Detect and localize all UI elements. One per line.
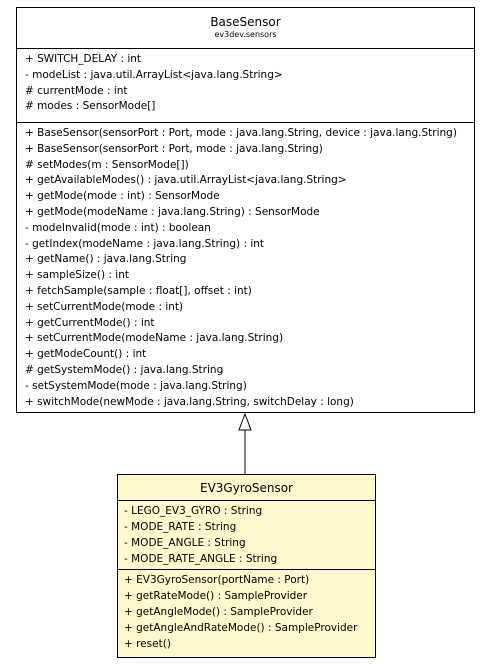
operation: + getAvailableModes() : java.util.ArrayL… [25,174,347,187]
attribute: - modeList : java.util.ArrayList<java.la… [25,68,283,81]
ev3-gyro-sensor-class: EV3GyroSensor - LEGO_EV3_GYRO : String -… [117,474,376,658]
attribute: - LEGO_EV3_GYRO : String [124,505,263,517]
attribute: # modes : SensorMode[] [25,100,156,113]
attribute: - MODE_RATE : String [124,520,237,533]
operation: + BaseSensor(sensorPort : Port, mode : j… [25,142,323,155]
attribute: - MODE_ANGLE : String [124,536,246,549]
operation: + EV3GyroSensor(portName : Port) [124,574,310,586]
base-sensor-header: BaseSensor ev3dev.sensors [17,8,474,49]
base-sensor-class: BaseSensor ev3dev.sensors + SWITCH_DELAY… [16,7,475,413]
attribute: # currentMode : int [25,84,128,97]
operation: + setCurrentMode(mode : int) [25,300,184,313]
operation: + getModeCount() : int [25,348,147,361]
generalization-arrowhead [238,412,252,431]
ev3-gyro-sensor-attributes: - LEGO_EV3_GYRO : String - MODE_RATE : S… [118,501,375,570]
attribute: + SWITCH_DELAY : int [25,53,142,65]
ev3-gyro-sensor-name: EV3GyroSensor [200,481,293,495]
operation: + reset() [124,637,171,650]
operation: - setSystemMode(mode : java.lang.String) [25,379,247,392]
operation: + getRateMode() : SampleProvider [124,589,308,602]
operation: + getCurrentMode() : int [25,316,155,329]
operation: + BaseSensor(sensorPort : Port, mode : j… [25,127,457,139]
attribute: - MODE_RATE_ANGLE : String [124,552,278,565]
operation: + fetchSample(sample : float[], offset :… [25,284,252,297]
base-sensor-attributes: + SWITCH_DELAY : int - modeList : java.u… [17,49,474,123]
operation: + getMode(modeName : java.lang.String) :… [25,205,320,218]
operation: + getAngleMode() : SampleProvider [124,605,313,618]
ev3-gyro-sensor-operations: + EV3GyroSensor(portName : Port) + getRa… [118,570,375,655]
operation: + getAngleAndRateMode() : SampleProvider [124,621,358,634]
operation: + switchMode(newMode : java.lang.String,… [25,395,354,408]
operation: # setModes(m : SensorMode[]) [25,158,189,171]
operation: + getMode(mode : int) : SensorMode [25,190,220,203]
base-sensor-package: ev3dev.sensors [214,30,277,39]
ev3-gyro-sensor-header: EV3GyroSensor [118,475,375,501]
base-sensor-operations: + BaseSensor(sensorPort : Port, mode : j… [17,123,474,412]
operation: + sampleSize() : int [25,269,129,282]
operation: - modeInvalid(mode : int) : boolean [25,221,211,234]
operation: # getSystemMode() : java.lang.String [25,363,224,376]
operation: + getName() : java.lang.String [25,253,187,266]
base-sensor-name: BaseSensor [210,15,281,29]
operation: - getIndex(modeName : java.lang.String) … [25,237,265,250]
operation: + setCurrentMode(modeName : java.lang.St… [25,332,284,345]
